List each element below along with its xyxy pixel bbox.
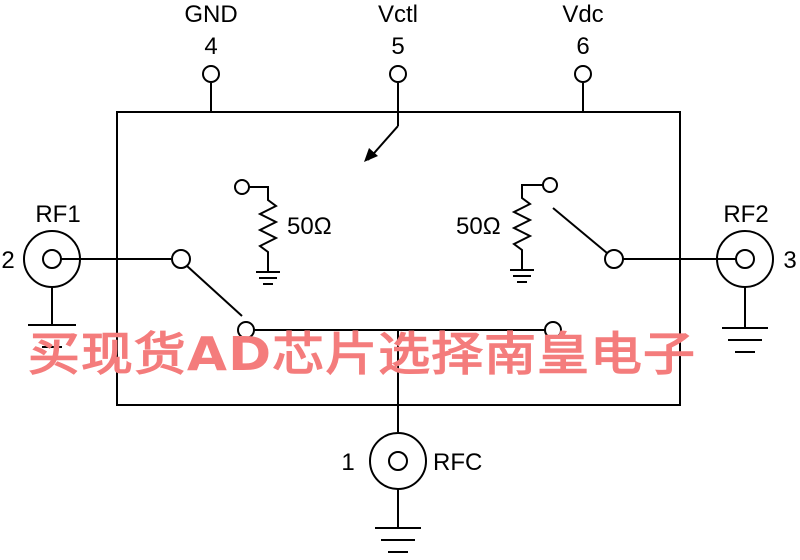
port-rf1-number: 2 (1, 247, 14, 274)
pin-vdc-number: 6 (576, 33, 589, 60)
port-rfc: RFC 1 (341, 432, 482, 553)
pin-gnd: GND 4 (184, 1, 238, 112)
port-rf2-number: 3 (783, 247, 796, 274)
port-rf1: RF1 2 (1, 201, 191, 348)
termination-right-value: 50Ω (456, 213, 501, 240)
pin-vdc: Vdc 6 (562, 1, 604, 112)
termination-left-value: 50Ω (287, 213, 332, 240)
pin-vctl-number: 5 (391, 33, 404, 60)
pin-vctl: Vctl 5 (378, 1, 418, 126)
termination-left: 50Ω (234, 179, 332, 285)
common-bus (237, 321, 562, 432)
termination-right: 50Ω (456, 177, 558, 283)
pin-gnd-number: 4 (204, 33, 217, 60)
switch-blade-termination (552, 207, 608, 254)
port-rf2: RF2 3 (604, 201, 797, 353)
port-rf2-name: RF2 (723, 201, 768, 228)
port-rfc-number: 1 (341, 449, 354, 476)
pin-vctl-name: Vctl (378, 1, 418, 28)
port-rfc-name: RFC (433, 449, 482, 476)
pin-vdc-name: Vdc (562, 1, 603, 28)
switch-blade-main (186, 265, 243, 317)
pin-gnd-name: GND (184, 1, 237, 28)
watermark-text: 买现货AD芯片选择南皇电子 (28, 327, 696, 381)
control-arrow (364, 125, 399, 162)
port-rf1-name: RF1 (35, 201, 80, 228)
